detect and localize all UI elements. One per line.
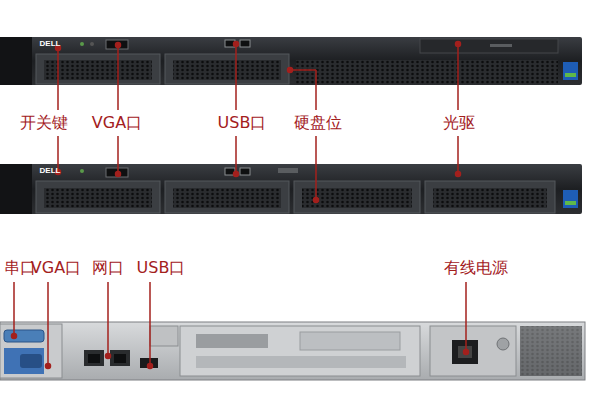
part-label: VGA口 <box>31 258 81 278</box>
part-label: 网口 <box>92 258 124 278</box>
brand-logo: DELL <box>40 166 61 176</box>
brand-logo: DELL <box>40 39 61 49</box>
part-label: USB口 <box>218 113 267 133</box>
part-label: 光驱 <box>443 113 475 133</box>
part-label: 硬盘位 <box>294 113 342 133</box>
part-label: USB口 <box>137 258 186 278</box>
part-label: VGA口 <box>92 113 142 133</box>
part-label: 开关键 <box>20 113 68 133</box>
part-label: 有线电源 <box>444 258 508 278</box>
